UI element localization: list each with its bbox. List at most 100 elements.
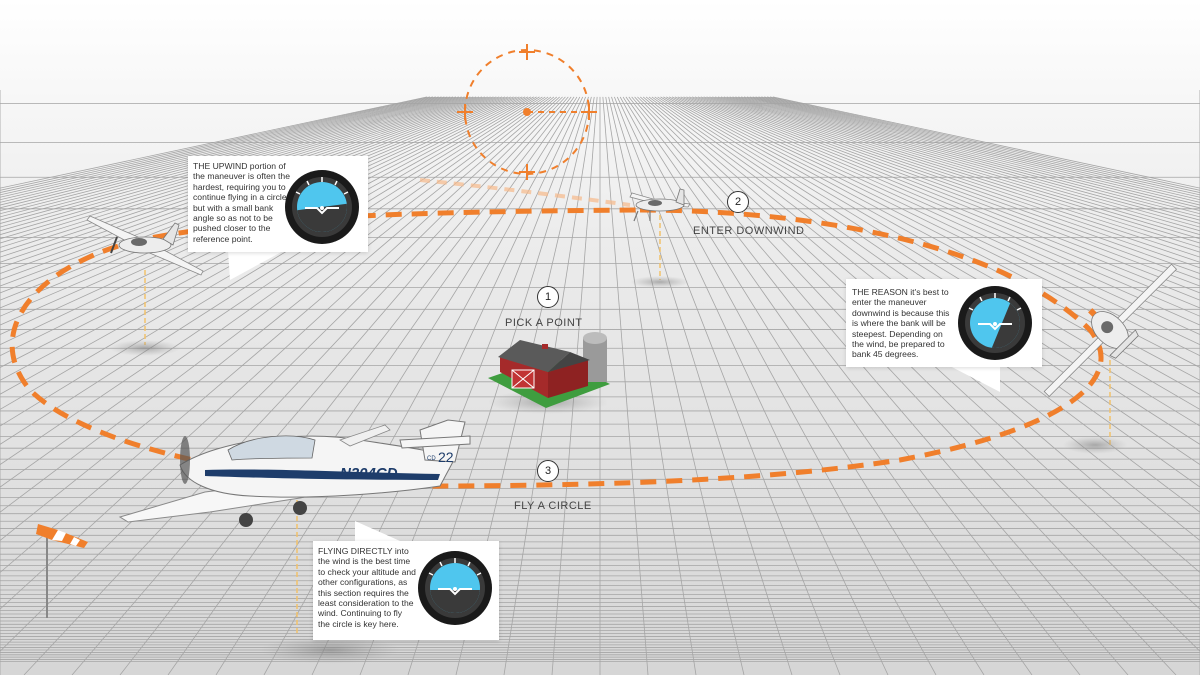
grid-line: [723, 96, 1200, 240]
callout-into-wind-text: FLYING DIRECTLY into the wind is the bes…: [318, 546, 416, 629]
grid-line: [0, 96, 454, 212]
grid-line: [0, 96, 468, 228]
grid-line: [712, 96, 1200, 258]
attitude-indicator-icon: [958, 286, 1032, 360]
grid-line: [752, 96, 1200, 206]
grid-line: [764, 96, 1200, 196]
grid-line: [654, 96, 1200, 466]
grid-line: [732, 96, 1200, 228]
grid-line: [0, 96, 448, 206]
grid-line: [71, 96, 569, 675]
grid-line: [677, 96, 1200, 346]
step-3-label: FLY A CIRCLE: [514, 500, 592, 512]
grid-line: [0, 96, 560, 610]
aircraft-tail-code: 22: [438, 449, 454, 465]
grid-line: [683, 96, 1200, 326]
grid-line: [0, 96, 462, 221]
step-2-number: 2: [727, 191, 749, 213]
grid-line: [692, 96, 1200, 301]
grid-line: [634, 96, 1177, 675]
grid-line: [706, 96, 1200, 269]
grid-line: [614, 96, 841, 675]
grid-line: [0, 96, 540, 427]
grid-line: [0, 96, 546, 466]
grid-line: [0, 96, 439, 198]
grid-line: [694, 96, 1200, 294]
grid-line: [602, 96, 649, 675]
grid-line: [660, 96, 1200, 427]
grid-line: [0, 96, 474, 236]
callout-upwind-text: THE UPWIND portion of the maneuver is of…: [193, 161, 290, 244]
grid-line: [0, 96, 543, 445]
callout-into-wind: FLYING DIRECTLY into the wind is the bes…: [313, 541, 499, 640]
grid-line: [0, 96, 485, 253]
grid-line: [0, 96, 555, 541]
grid-line: [720, 96, 1200, 244]
grid-line: [666, 96, 1200, 395]
aircraft-tail-prefix: CD: [427, 456, 436, 462]
aircraft-icon: [118, 419, 471, 527]
callout-downwind-text: THE REASON it's best to enter the maneuv…: [852, 287, 950, 360]
grid-line: [645, 96, 1200, 541]
grid-line: [0, 96, 477, 240]
grid-line: [642, 96, 1200, 574]
grid-line: [674, 96, 1200, 357]
grid-line: [611, 96, 793, 675]
grid-line: [119, 96, 572, 675]
grid-line: [608, 96, 745, 675]
grid-line: [648, 96, 1200, 513]
grid-line: [625, 96, 1033, 675]
step-3-number: 3: [537, 460, 559, 482]
aircraft-shadows: [109, 276, 1127, 664]
grid-line: [697, 96, 1200, 287]
grid-line: [717, 96, 1200, 248]
grid-line: [0, 96, 436, 196]
grid-line: [0, 96, 459, 218]
grid-line: [686, 96, 1200, 317]
grid-line: [0, 96, 537, 410]
grid-line: [0, 96, 451, 209]
grid-line: [0, 96, 471, 232]
grid-line: [671, 96, 1200, 368]
grid-line: [749, 96, 1200, 209]
grid-line: [680, 96, 1200, 335]
grid-line: [735, 96, 1200, 224]
wind-direction-icon: [457, 44, 597, 180]
grid-line: [0, 96, 563, 652]
callout-upwind: THE UPWIND portion of the maneuver is of…: [188, 156, 368, 252]
grid-line: [668, 96, 1200, 381]
grid-line: [743, 96, 1200, 215]
grid-line: [215, 96, 578, 675]
grid-line: [628, 96, 1081, 675]
grid-line: [715, 96, 1200, 253]
callout-pointers: [228, 250, 1000, 541]
grid-line: [23, 96, 566, 675]
grid-line: [700, 96, 1200, 281]
barn-icon: [488, 332, 610, 408]
grid-line: [726, 96, 1200, 236]
attitude-indicator-icon: [418, 551, 492, 625]
grid-line: [167, 96, 575, 675]
grid-line: [657, 96, 1200, 445]
aircraft-tail-number: N204CD: [340, 465, 398, 482]
grid-line: [0, 96, 558, 574]
grid-line: [758, 96, 1200, 201]
grid-line: [689, 96, 1200, 309]
grid-line: [761, 96, 1200, 198]
attitude-indicator-icon: [285, 170, 359, 244]
flight-path-trail: [419, 178, 631, 207]
grid-line: [755, 96, 1200, 203]
grid-line: [746, 96, 1200, 212]
windsock-icon: [36, 524, 88, 618]
grid-line: [0, 96, 483, 248]
grid-line: [741, 96, 1200, 218]
aircraft-icon: [1043, 263, 1178, 398]
aircraft-icon: [629, 188, 691, 222]
grid-line: [0, 96, 480, 244]
grid-line: [631, 96, 1129, 675]
grid-line: [729, 96, 1200, 232]
callout-downwind: THE REASON it's best to enter the maneuv…: [846, 279, 1042, 367]
grid-line: [0, 96, 549, 488]
grid-line: [0, 96, 552, 513]
grid-line: [0, 96, 465, 224]
